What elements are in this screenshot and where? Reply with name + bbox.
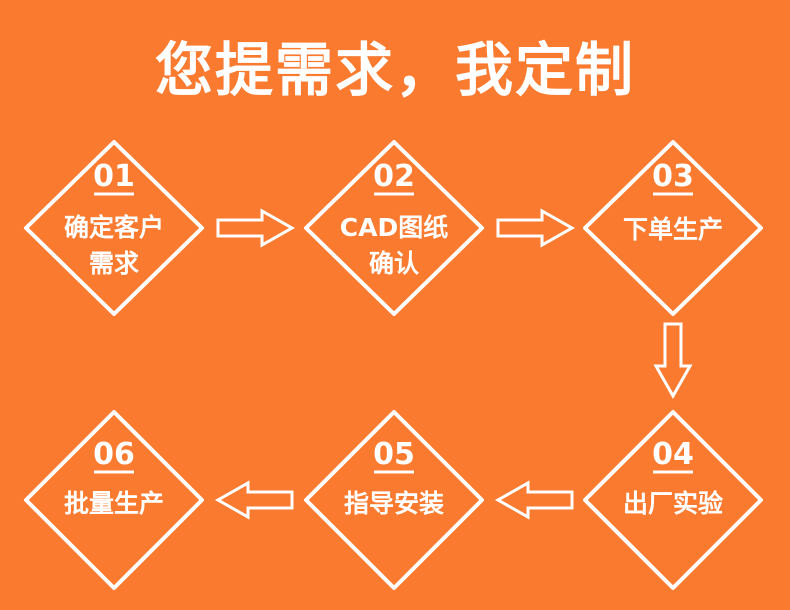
page-title: 您提需求，我定制 [154, 36, 635, 104]
step-02: 02 CAD图纸 确认 [304, 140, 484, 316]
step-04: 04 出厂实验 [583, 410, 763, 590]
step-02-label-line1: CAD图纸 [340, 213, 448, 242]
step-05-diamond [304, 410, 484, 590]
step-01-diamond [24, 140, 204, 316]
step-06: 06 批量生产 [24, 410, 204, 590]
arrow-down-icon [653, 322, 693, 400]
step-06-diamond [24, 410, 204, 590]
arrow-right-icon [216, 208, 296, 248]
step-05: 05 指导安装 [304, 410, 484, 590]
step-02-number: 02 [373, 159, 415, 194]
step-03-number: 03 [652, 159, 694, 194]
arrow-right-icon [496, 208, 576, 248]
step-04-diamond [583, 410, 763, 590]
step-06-number: 06 [93, 437, 135, 472]
arrow-left-icon [214, 480, 294, 520]
step-01: 01 确定客户 需求 [24, 140, 204, 316]
step-05-number: 05 [373, 437, 415, 472]
step-04-label-line1: 出厂实验 [623, 489, 723, 518]
step-01-label-line2: 需求 [89, 249, 139, 278]
step-06-label-line1: 批量生产 [64, 489, 164, 518]
step-03: 03 下单生产 [583, 140, 763, 316]
arrow-left-icon [494, 480, 574, 520]
step-04-number: 04 [652, 437, 694, 472]
step-03-diamond [583, 140, 763, 316]
step-02-diamond [304, 140, 484, 316]
step-01-number: 01 [93, 159, 135, 194]
step-03-label-line1: 下单生产 [623, 215, 723, 244]
step-05-label-line1: 指导安装 [344, 489, 444, 518]
step-01-label-line1: 确定客户 [64, 213, 164, 242]
step-02-label-line2: 确认 [369, 249, 419, 278]
